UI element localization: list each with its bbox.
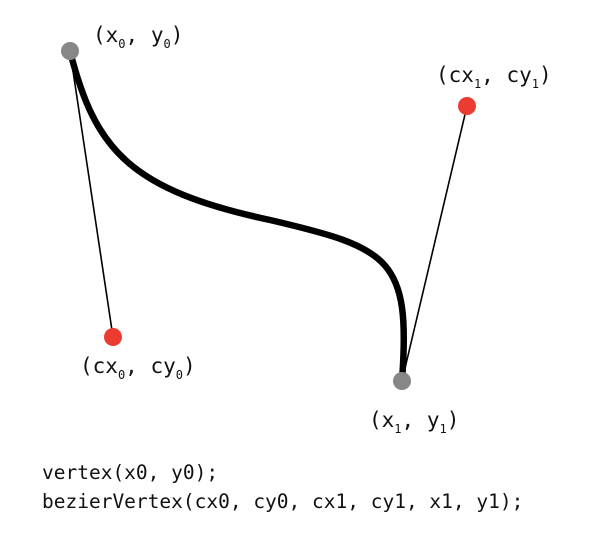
code-line-vertex: vertex(x0, y0);: [42, 461, 219, 484]
label-end-point: (x1, y1): [369, 408, 459, 436]
code-line-bezier-vertex: bezierVertex(cx0, cy0, cx1, cy1, x1, y1)…: [42, 490, 524, 513]
control-point-1: [458, 97, 476, 115]
control-point-0: [104, 328, 122, 346]
label-control-point-1: (cx1, cy1): [436, 63, 552, 91]
label-control-point-0: (cx0, cy0): [80, 354, 196, 382]
handle-line-end: [401, 105, 468, 382]
anchor-point-start: [61, 42, 79, 60]
bezier-curve: [66, 50, 408, 382]
handle-line-start: [69, 50, 114, 338]
anchor-point-end: [393, 372, 411, 390]
label-start-point: (x0, y0): [93, 23, 183, 51]
